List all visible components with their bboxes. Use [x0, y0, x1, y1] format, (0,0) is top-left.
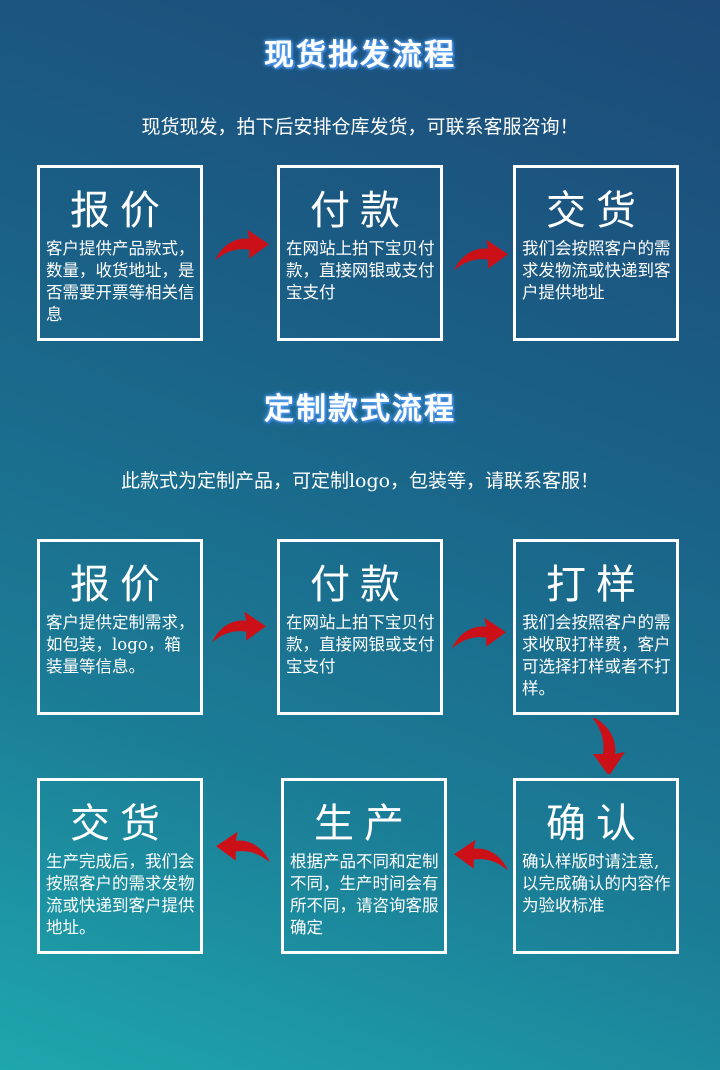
step-title: 打样 — [546, 562, 646, 608]
step-title: 报价 — [70, 562, 170, 608]
section1-subtitle: 现货现发，拍下后安排仓库发货，可联系客服咨询！ — [141, 116, 579, 138]
step-body: 我们会按照客户的需求发物流或快递到客户提供地址 — [522, 239, 671, 302]
step-body: 我们会按照客户的需求收取打样费，客户可选择打样或者不打样。 — [522, 613, 671, 698]
s2-step-sampling: 打样 我们会按照客户的需求收取打样费，客户可选择打样或者不打样。 — [513, 539, 679, 715]
step-title: 报价 — [70, 188, 170, 234]
section1-title: 现货批发流程 — [264, 38, 456, 73]
step-title: 生产 — [314, 801, 414, 847]
step-body: 客户提供定制需求，如包装，logo，箱装量等信息。 — [46, 613, 195, 676]
right-arrow-icon — [450, 616, 508, 652]
s2-step-payment: 付款 在网站上拍下宝贝付款，直接网银或支付宝支付 — [277, 539, 443, 715]
step-title: 付款 — [310, 188, 410, 234]
s2-step-confirm: 确认 确认样版时请注意,以完成确认的内容作为验收标准 — [513, 778, 679, 954]
step-title: 确认 — [546, 801, 646, 847]
left-arrow-icon — [216, 831, 270, 863]
s2-step-production: 生产 根据产品不同和定制不同，生产时间会有所不同，请咨询客服确定 — [281, 778, 447, 954]
section2-subtitle: 此款式为定制产品，可定制logo，包装等，请联系客服！ — [120, 470, 600, 492]
down-arrow-icon — [591, 718, 625, 774]
s1-step-quote: 报价 客户提供产品款式，数量，收货地址，是否需要开票等相关信息 — [37, 165, 203, 341]
step-body: 确认样版时请注意,以完成确认的内容作为验收标准 — [522, 852, 671, 915]
right-arrow-icon — [452, 238, 510, 274]
section2-title: 定制款式流程 — [264, 392, 456, 427]
left-arrow-icon — [454, 839, 508, 871]
step-body: 在网站上拍下宝贝付款，直接网银或支付宝支付 — [286, 613, 435, 676]
s2-step-quote: 报价 客户提供定制需求，如包装，logo，箱装量等信息。 — [37, 539, 203, 715]
right-arrow-icon — [210, 610, 268, 646]
s2-step-delivery: 交货 生产完成后，我们会按照客户的需求发物流或快递到客户提供地址。 — [37, 778, 203, 954]
step-body: 生产完成后，我们会按照客户的需求发物流或快递到客户提供地址。 — [46, 852, 195, 937]
step-title: 付款 — [310, 562, 410, 608]
step-body: 在网站上拍下宝贝付款，直接网银或支付宝支付 — [286, 239, 435, 302]
step-body: 客户提供产品款式，数量，收货地址，是否需要开票等相关信息 — [46, 239, 195, 324]
s1-step-delivery: 交货 我们会按照客户的需求发物流或快递到客户提供地址 — [513, 165, 679, 341]
step-body: 根据产品不同和定制不同，生产时间会有所不同，请咨询客服确定 — [290, 852, 439, 937]
right-arrow-icon — [213, 228, 271, 264]
s1-step-payment: 付款 在网站上拍下宝贝付款，直接网银或支付宝支付 — [277, 165, 443, 341]
step-title: 交货 — [546, 188, 646, 234]
step-title: 交货 — [70, 801, 170, 847]
